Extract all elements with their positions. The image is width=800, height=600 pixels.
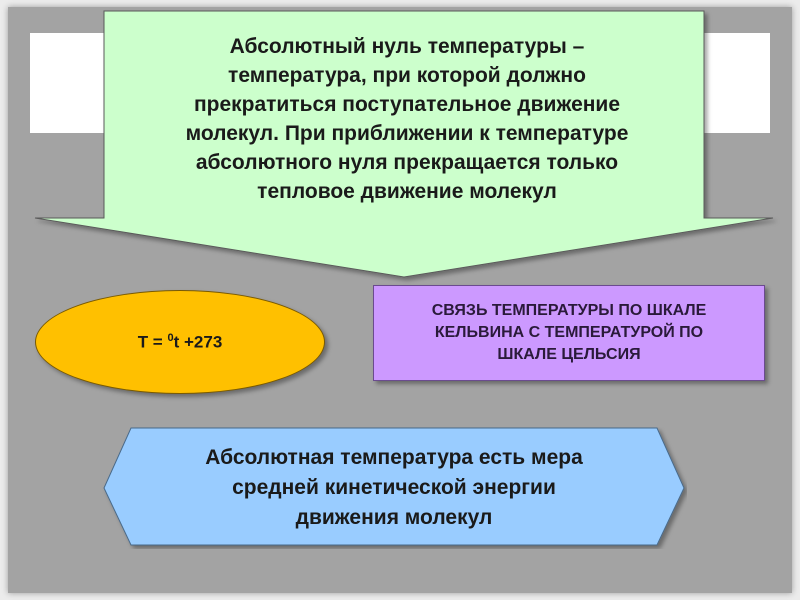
kelvin-celsius-relation-box: СВЯЗЬ ТЕМПЕРАТУРЫ ПО ШКАЛЕ КЕЛЬВИНА С ТЕ… <box>373 285 765 381</box>
formula-ellipse: T = 0t +273 <box>35 290 325 394</box>
down-arrow-callout <box>34 10 774 278</box>
absolute-temperature-box: Абсолютная температура есть мера средней… <box>101 427 687 549</box>
formula-suffix: t +273 <box>173 332 223 352</box>
hexagon-shape <box>103 427 685 546</box>
kelvin-formula: T = 0t +273 <box>138 332 223 353</box>
formula-superscript: 0 <box>167 331 174 344</box>
slide: Абсолютный нуль температуры – температур… <box>8 7 792 593</box>
absolute-temperature-definition: Абсолютная температура есть мера средней… <box>205 446 583 529</box>
callout-shape <box>34 10 774 278</box>
absolute-zero-definition: Абсолютный нуль температуры – температур… <box>185 35 629 203</box>
formula-prefix: T = <box>137 332 168 352</box>
relation-label: СВЯЗЬ ТЕМПЕРАТУРЫ ПО ШКАЛЕ КЕЛЬВИНА С ТЕ… <box>431 302 707 363</box>
